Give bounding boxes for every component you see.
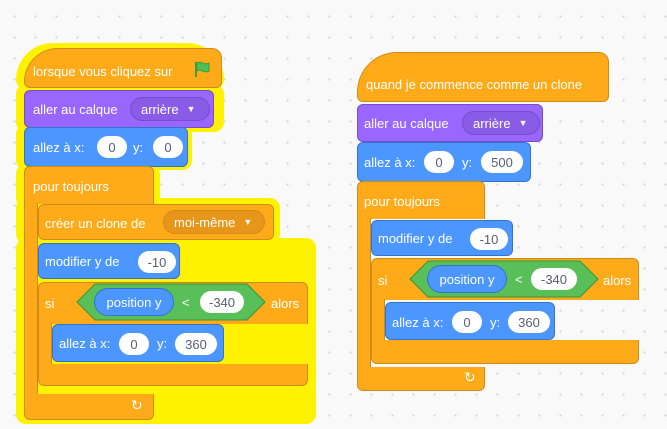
chevron-down-icon: ▼ [518, 118, 528, 128]
if-label: si [45, 296, 55, 311]
inner-goto-label-2: allez à x: [392, 315, 444, 330]
when-clone-starts-block[interactable]: quand je commence comme un clone [357, 52, 609, 102]
change-y-input[interactable]: -10 [138, 251, 176, 273]
forever-block-bottom-2[interactable]: ↻ [357, 367, 485, 391]
change-y-label-2: modifier y de [378, 231, 453, 246]
create-clone-block[interactable]: créer un clone de moi-même ▼ [38, 204, 274, 240]
layer-label-2: aller au calque [364, 116, 449, 131]
forever-label-2: pour toujours [364, 194, 440, 209]
goto-label-2: allez à x: [364, 155, 416, 170]
layer-label: aller au calque [33, 102, 118, 117]
layer-dropdown-2[interactable]: arrière ▼ [462, 111, 540, 135]
operator-label-2: < [515, 272, 523, 287]
go-to-xy-block-2[interactable]: allez à x: 0 y: 500 [357, 142, 531, 182]
inner-x-input-2[interactable]: 0 [452, 311, 482, 333]
y-position-reporter-2[interactable]: position y [427, 265, 507, 293]
loop-arrow-icon: ↻ [131, 397, 143, 413]
change-y-label: modifier y de [45, 254, 120, 269]
layer-value: arrière [141, 101, 179, 117]
change-y-block-2[interactable]: modifier y de -10 [371, 220, 513, 256]
compare-input-2[interactable]: -340 [531, 268, 577, 290]
go-to-layer-block[interactable]: aller au calque arrière ▼ [24, 90, 214, 128]
if-block-bottom-2[interactable] [371, 340, 639, 364]
if-label-2: si [378, 273, 388, 288]
go-to-layer-block-2[interactable]: aller au calque arrière ▼ [357, 104, 543, 142]
y-input-2[interactable]: 500 [481, 151, 523, 173]
when-flag-clicked-block[interactable]: lorsque vous cliquez sur [24, 48, 222, 88]
hat-label: lorsque vous cliquez sur [33, 64, 173, 79]
layer-value-2: arrière [473, 115, 511, 131]
clone-hat-label: quand je commence comme un clone [366, 77, 583, 92]
inner-x-input[interactable]: 0 [119, 333, 149, 355]
loop-arrow-icon: ↻ [464, 369, 476, 385]
goto-label: allez à x: [33, 140, 85, 155]
forever-block-2[interactable]: pour toujours [357, 181, 485, 219]
inner-y-label-2: y: [490, 315, 501, 330]
y-label: y: [133, 140, 144, 155]
if-block-bottom[interactable] [38, 364, 308, 386]
then-label: alors [271, 296, 300, 311]
forever-block[interactable]: pour toujours [24, 166, 154, 204]
inner-y-label: y: [157, 336, 168, 351]
y-label-2: y: [462, 155, 473, 170]
x-input-2[interactable]: 0 [424, 151, 454, 173]
compare-input[interactable]: -340 [200, 291, 244, 313]
inner-goto-label: allez à x: [59, 336, 111, 351]
change-y-input-2[interactable]: -10 [470, 228, 508, 250]
y-position-reporter[interactable]: position y [94, 288, 174, 316]
then-label-2: alors [603, 273, 632, 288]
change-y-block[interactable]: modifier y de -10 [38, 243, 180, 279]
green-flag-icon [193, 60, 211, 81]
forever-label: pour toujours [33, 179, 109, 194]
chevron-down-icon: ▼ [243, 217, 253, 227]
go-to-xy-block[interactable]: allez à x: 0 y: 0 [24, 127, 188, 167]
inner-y-input-2[interactable]: 360 [508, 311, 550, 333]
y-input[interactable]: 0 [153, 136, 183, 158]
forever-block-bottom[interactable]: ↻ [24, 394, 154, 420]
inner-go-to-xy-block-2[interactable]: allez à x: 0 y: 360 [385, 302, 555, 340]
clone-value: moi-même [174, 214, 236, 230]
x-input[interactable]: 0 [97, 136, 127, 158]
inner-y-input[interactable]: 360 [175, 333, 217, 355]
layer-dropdown[interactable]: arrière ▼ [130, 97, 210, 121]
chevron-down-icon: ▼ [186, 104, 196, 114]
operator-label: < [182, 295, 190, 310]
clone-label: créer un clone de [45, 216, 146, 231]
clone-dropdown[interactable]: moi-même ▼ [163, 210, 265, 234]
inner-go-to-xy-block[interactable]: allez à x: 0 y: 360 [52, 324, 224, 362]
